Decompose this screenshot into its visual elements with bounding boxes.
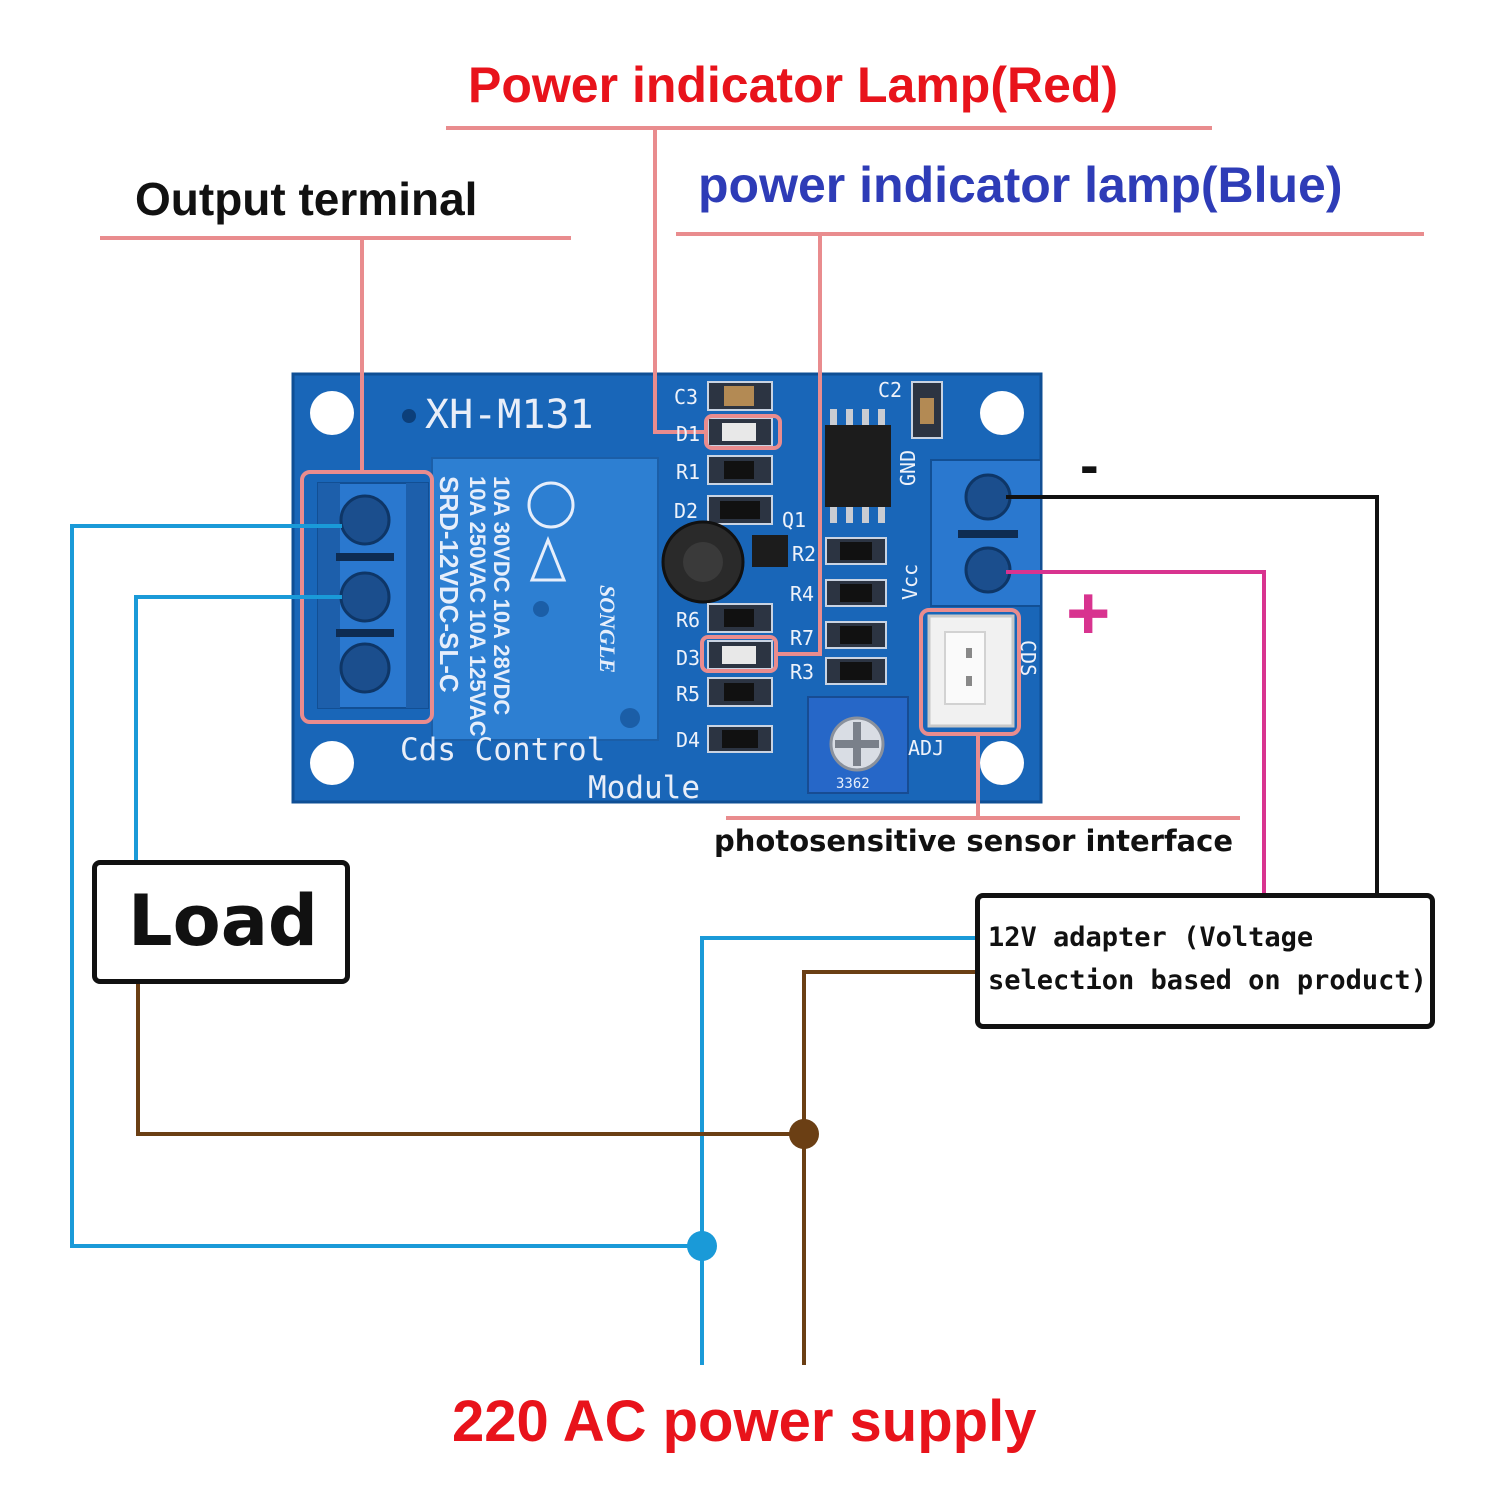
mount-hole xyxy=(310,741,354,785)
neutral-wire xyxy=(802,970,975,1365)
terminal-screw xyxy=(339,571,391,623)
component-label: Vcc xyxy=(898,563,922,600)
load-label: Load xyxy=(128,880,319,962)
component-label: R2 xyxy=(792,542,817,566)
component-label: R4 xyxy=(790,582,815,606)
power-indicator-red-label: Power indicator Lamp(Red) xyxy=(468,57,1119,113)
power-indicator-blue-label: power indicator lamp(Blue) xyxy=(698,157,1343,213)
terminal-screw xyxy=(964,473,1012,521)
negative-wire xyxy=(1006,495,1379,893)
plus-sign: + xyxy=(1066,571,1111,656)
component-label: ADJ xyxy=(908,736,945,760)
callout-lines xyxy=(100,126,1424,820)
component-label: C3 xyxy=(674,385,699,409)
wires xyxy=(70,495,1379,1365)
component-label: GND xyxy=(896,449,920,486)
component-label: R1 xyxy=(676,460,701,484)
live-junction xyxy=(687,1231,717,1261)
mount-hole xyxy=(310,391,354,435)
board-model: XH-M131 xyxy=(425,392,594,438)
relay-text: 10A 250VAC 10A 125VAC xyxy=(465,476,490,737)
terminal-screw xyxy=(964,546,1012,594)
potentiometer: 3362 xyxy=(807,696,909,794)
sensor-interface-label: photosensitive sensor interface xyxy=(714,824,1233,858)
adapter-label-line1: 12V adapter (Voltage xyxy=(988,922,1314,953)
component-label: D2 xyxy=(674,499,699,523)
component-label: R3 xyxy=(790,660,815,684)
mount-hole xyxy=(980,391,1024,435)
component-label: Q1 xyxy=(782,508,807,532)
component-label: D4 xyxy=(676,728,701,752)
terminal-screw xyxy=(339,642,391,694)
component-label: D3 xyxy=(676,646,701,670)
output-terminal-label: Output terminal xyxy=(135,173,478,225)
board-title-line2: Module xyxy=(588,770,700,806)
relay-model: SRD-12VDC-SL-C xyxy=(434,476,464,693)
neutral-junction xyxy=(789,1119,819,1149)
component-label: C2 xyxy=(878,378,903,402)
sensor-connector xyxy=(927,614,1015,728)
neutral-wire xyxy=(136,982,804,1136)
power-supply-label: 220 AC power supply xyxy=(452,1389,1037,1454)
component-label: R5 xyxy=(676,682,701,706)
relay-text: 10A 30VDC 10A 28VDC xyxy=(489,476,514,715)
load-box xyxy=(92,860,350,984)
component-label: R6 xyxy=(676,608,701,632)
minus-sign: - xyxy=(1080,433,1099,496)
adapter-label-line2: selection based on product) xyxy=(988,965,1427,996)
live-wire xyxy=(700,936,975,1365)
power-terminal-block xyxy=(930,459,1042,607)
live-wire xyxy=(134,595,342,862)
component-label: CDS xyxy=(1016,640,1040,677)
relay: 10A 250VAC 10A 125VAC 10A 30VDC 10A 28VD… xyxy=(431,457,659,741)
pot-code: 3362 xyxy=(836,776,870,792)
smd-components xyxy=(661,381,943,753)
relay-brand: SONGLE xyxy=(595,585,620,673)
component-label: R7 xyxy=(790,626,815,650)
adapter-box xyxy=(975,893,1435,1029)
board-title-line1: Cds Control xyxy=(400,732,606,768)
live-wire xyxy=(70,524,702,1248)
positive-wire xyxy=(1006,570,1266,893)
mount-hole xyxy=(980,741,1024,785)
terminal-screw xyxy=(339,494,391,546)
component-label: D1 xyxy=(676,422,701,446)
